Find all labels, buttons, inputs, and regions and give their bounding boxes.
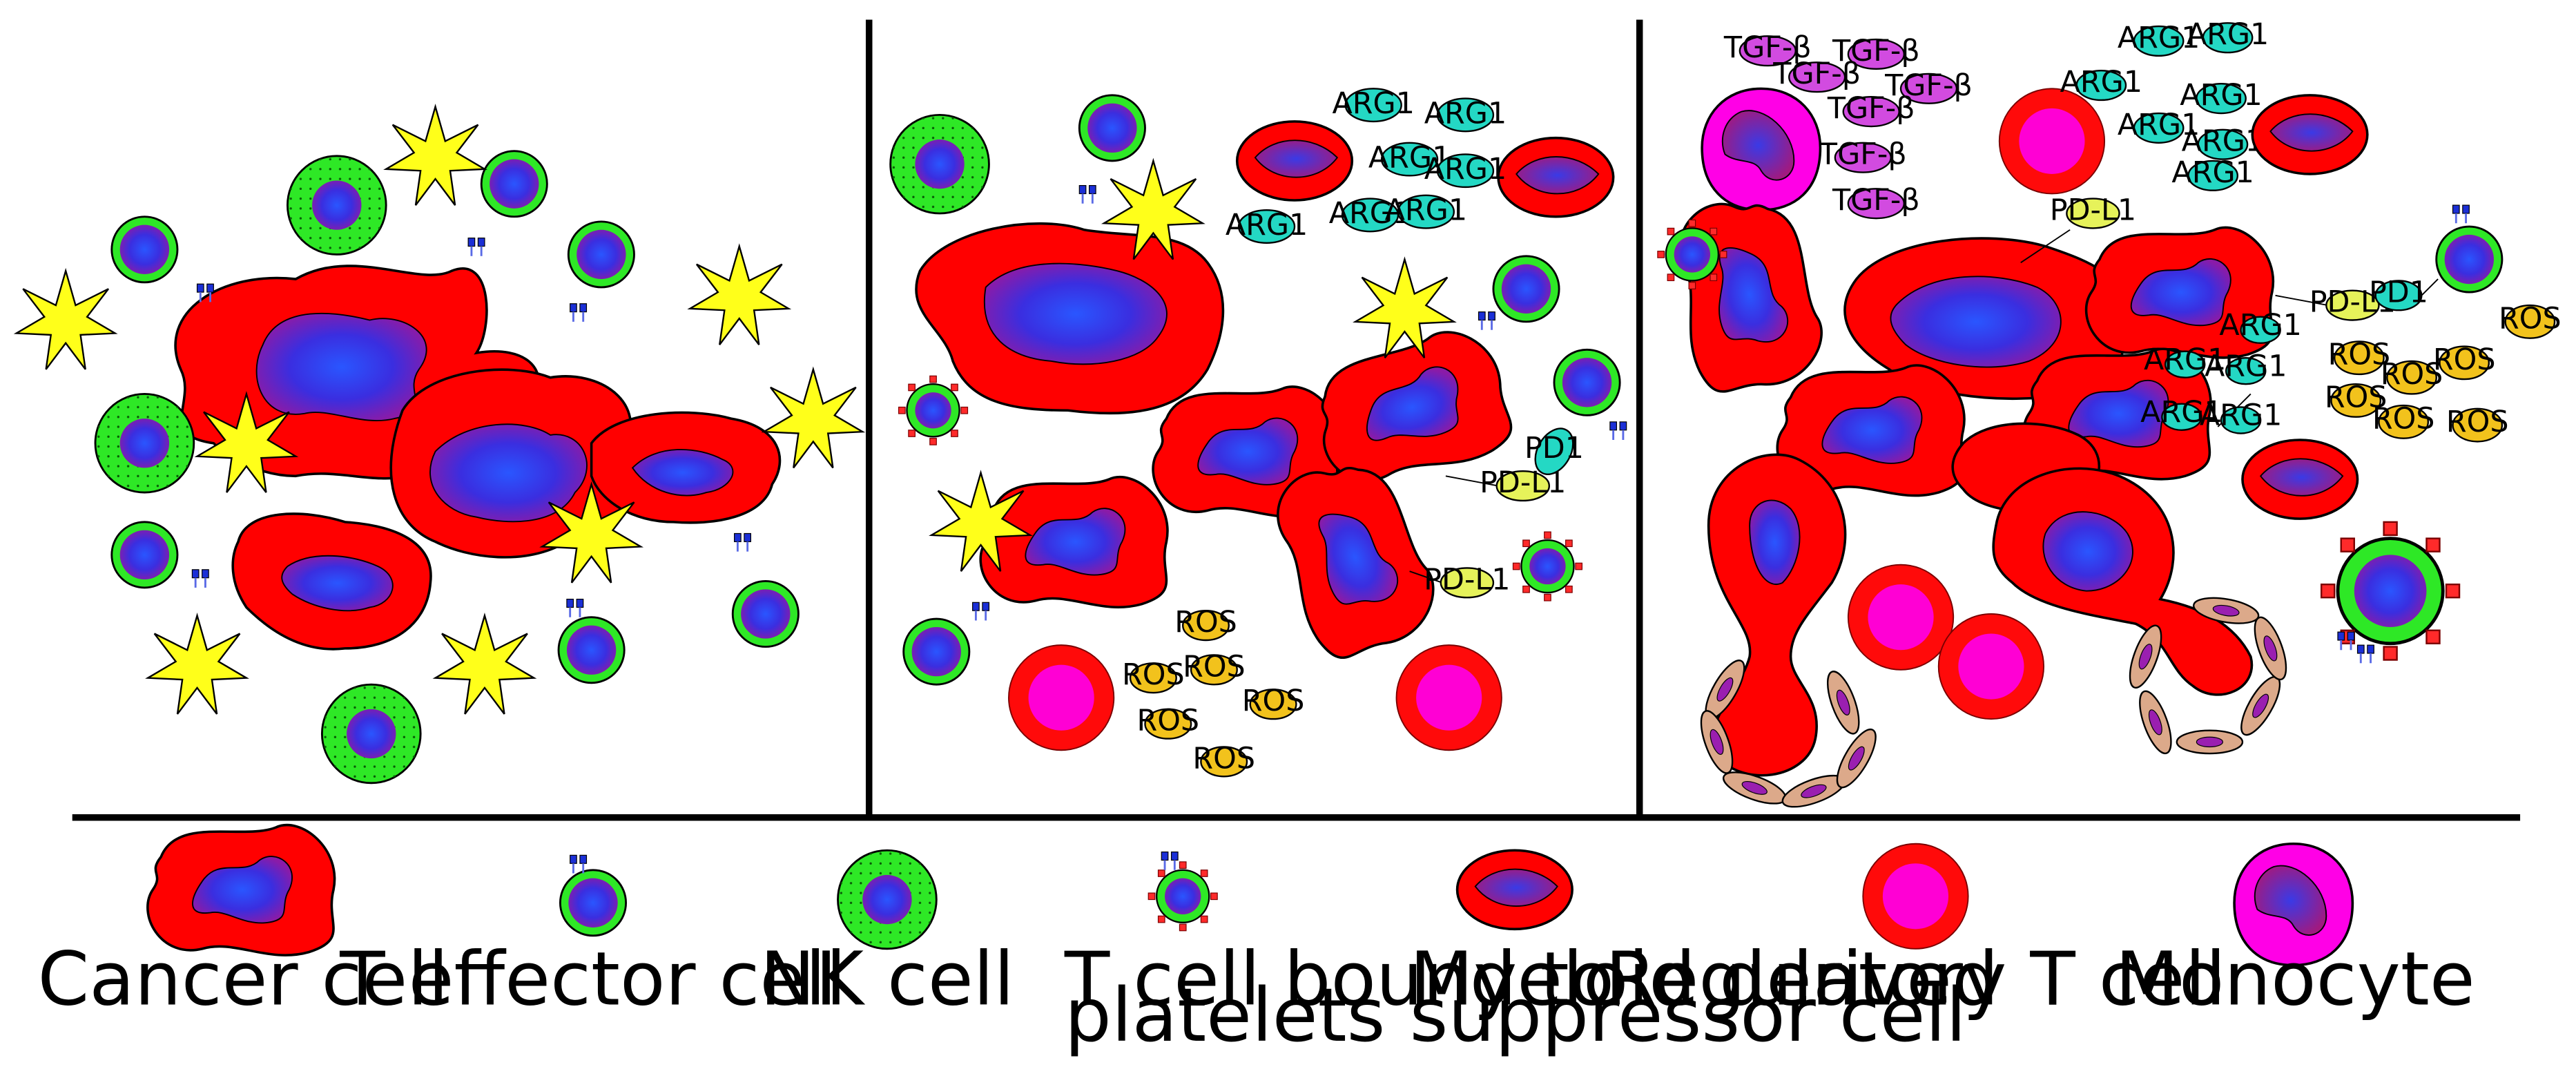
pdl1-label: PD-L1 — [1424, 562, 1510, 597]
ros-label: ROS — [1183, 649, 1246, 684]
legend-t-cell-platelets-label-1: T cell bound to — [1064, 937, 1614, 1023]
arg1-label: ARG1 — [2219, 308, 2301, 343]
ros-cluster-panel2: ROS ROS ROS ROS ROS ROS — [1122, 605, 1305, 778]
arg1-label: ARG1 — [2200, 398, 2282, 433]
legend: Cancer cell T effector cell NK cell T ce… — [38, 823, 2475, 1059]
arg1-label: ARG1 — [2182, 124, 2264, 159]
legend-treg-label: Regulatory T cell — [1605, 937, 2226, 1023]
legend-mdsc-label-1: Myeloid derived — [1410, 937, 1999, 1023]
migrating-cancer-cell-left — [1707, 453, 1847, 777]
legend-nk-cell-label: NK cell — [760, 937, 1015, 1023]
ros-label: ROS — [2446, 405, 2509, 439]
tgfb-label: TGF-β — [1819, 137, 1907, 172]
legend-monocyte: Monocyte — [2115, 842, 2475, 1023]
tgfb-label: TGF-β — [1827, 91, 1915, 126]
arg1-cluster-panel2: ARG1 ARG1 ARG1 ARG1 ARG1 ARG1 ARG1 — [1226, 86, 1507, 244]
arg1-label: ARG1 — [1424, 96, 1507, 131]
arg1-label: ARG1 — [2140, 395, 2222, 430]
arg1-label: ARG1 — [2118, 21, 2200, 55]
arg1-label: ARG1 — [2187, 17, 2269, 52]
arg1-label: ARG1 — [1332, 86, 1414, 121]
legend-cancer-cell-label: Cancer cell — [38, 937, 449, 1023]
panel-immune-suppression: TGF-β TGF-β TGF-β TGF-β TGF-β TGF-β TGF-… — [1656, 17, 2562, 814]
ros-label: ROS — [2325, 380, 2388, 414]
pdl1-label: PD-L1 — [2050, 193, 2136, 228]
ros-label: ROS — [1192, 741, 1255, 776]
arg1-cluster-panel3: ARG1 ARG1 ARG1 ARG1 ARG1 ARG1 ARG1 — [2060, 17, 2269, 191]
tgfb-label: TGF-β — [1772, 57, 1861, 91]
pd-checkpoint-panel3: PD-L1 PD-L1 PD1 — [2020, 193, 2439, 427]
arg1-label: ARG1 — [2180, 78, 2262, 113]
legend-mdsc: Myeloid derived suppressor cell — [1410, 849, 1999, 1059]
pd1-label: PD1 — [1524, 431, 1584, 465]
legend-t-cell-platelets-label-2: platelets — [1065, 973, 1386, 1059]
arg1-label: ARG1 — [2171, 155, 2254, 190]
ros-cluster-panel3: ROS ROS ROS ROS ROS ROS ROS — [2325, 301, 2562, 443]
legend-t-cell-platelets: T cell bound to platelets — [1064, 851, 1614, 1059]
arg1-label: ARG1 — [1226, 208, 1308, 242]
pd-checkpoint-panel2: PD-L1 PD1 PD-L1 — [1409, 427, 1584, 599]
ros-label: ROS — [1136, 704, 1199, 738]
panel-early-evasion: ARG1 ARG1 ARG1 ARG1 ARG1 ARG1 ARG1 — [889, 86, 1628, 778]
arg1-label: ARG1 — [2144, 343, 2226, 377]
tgfb-label: TGF-β — [1832, 34, 1920, 68]
pd1-label: PD1 — [2369, 275, 2428, 309]
arg1-label: ARG1 — [2205, 349, 2287, 383]
arg1-cluster-panel3-lower: ARG1 ARG1 ARG1 ARG1 ARG1 — [2140, 308, 2302, 434]
ros-label: ROS — [2433, 343, 2496, 377]
ros-label: ROS — [1174, 605, 1237, 640]
arg1-label: ARG1 — [2060, 65, 2142, 99]
ros-label: ROS — [1122, 657, 1185, 692]
ros-label: ROS — [2372, 401, 2435, 436]
legend-mdsc-label-2: suppressor cell — [1410, 973, 1966, 1059]
arg1-label: ARG1 — [1385, 193, 1467, 228]
ros-label: ROS — [2499, 301, 2562, 336]
tgfb-label: TGF-β — [1832, 183, 1920, 218]
tgfb-label: TGF-β — [1723, 30, 1812, 65]
legend-t-effector-label: T effector cell — [339, 937, 846, 1023]
ros-label: ROS — [2381, 357, 2443, 392]
legend-treg: Regulatory T cell — [1605, 843, 2226, 1023]
ros-label: ROS — [1242, 684, 1305, 718]
legend-monocyte-label: Monocyte — [2115, 937, 2475, 1023]
arg1-label: ARG1 — [1424, 152, 1507, 186]
arg1-label: ARG1 — [2118, 108, 2200, 142]
panel-immune-attack — [15, 106, 864, 785]
legend-t-effector-cell: T effector cell — [339, 854, 846, 1023]
tgfb-cluster: TGF-β TGF-β TGF-β TGF-β TGF-β TGF-β TGF-… — [1723, 30, 1973, 220]
ros-label: ROS — [2328, 338, 2391, 372]
tgfb-label: TGF-β — [1884, 68, 1973, 103]
legend-cancer-cell: Cancer cell — [38, 823, 449, 1023]
legend-nk-cell: NK cell — [760, 849, 1015, 1023]
